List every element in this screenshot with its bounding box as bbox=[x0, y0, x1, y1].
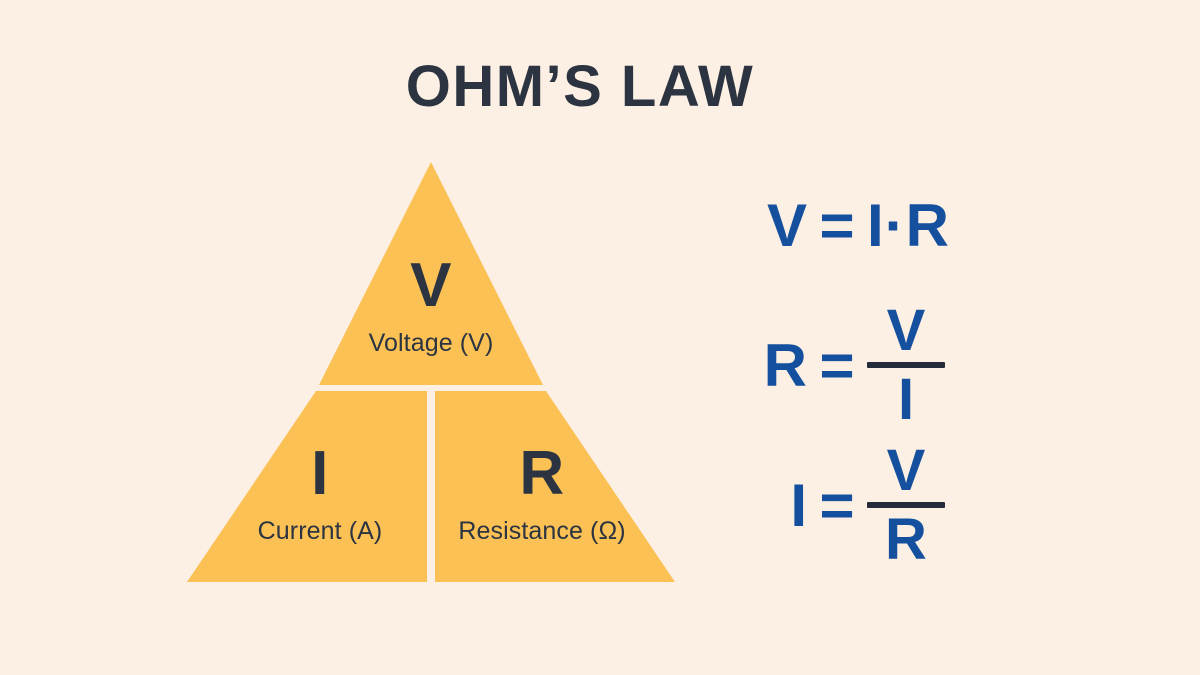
triangle-symbol-resistance: R bbox=[519, 439, 565, 508]
formula-current: I = V R bbox=[735, 442, 1065, 569]
triangle-label-current: Current (A) bbox=[257, 517, 383, 545]
triangle-section-current bbox=[187, 391, 427, 582]
formula-resistance-fraction: V I bbox=[867, 302, 945, 429]
formula-resistance-numerator: V bbox=[886, 298, 926, 363]
fraction-bar-icon bbox=[867, 502, 945, 508]
formula-current-lhs: I bbox=[790, 471, 807, 539]
formula-list: V = I·R R = V I I = V R bbox=[735, 196, 1065, 576]
formula-voltage-equals: = bbox=[819, 192, 855, 259]
triangle-cell-voltage: V Voltage (V) bbox=[281, 255, 581, 356]
triangle-label-voltage: Voltage (V) bbox=[368, 329, 494, 357]
formula-resistance: R = V I bbox=[735, 302, 1065, 429]
formula-voltage-lhs: V bbox=[766, 192, 807, 259]
formula-current-equals: = bbox=[819, 471, 855, 539]
triangle-symbol-current: I bbox=[311, 439, 329, 508]
triangle-section-voltage bbox=[319, 162, 543, 385]
formula-voltage: V = I·R bbox=[735, 196, 1065, 256]
triangle-cell-resistance: R Resistance (Ω) bbox=[432, 443, 652, 544]
triangle-section-resistance bbox=[435, 391, 675, 582]
formula-voltage-rhs: I·R bbox=[867, 192, 950, 259]
formula-current-denominator: R bbox=[885, 507, 927, 572]
formula-current-numerator: V bbox=[886, 438, 926, 503]
triangle-cell-current: I Current (A) bbox=[210, 443, 430, 544]
triangle-shape-svg bbox=[187, 162, 675, 582]
ohms-law-triangle: V Voltage (V) I Current (A) R Resistance… bbox=[184, 160, 678, 584]
triangle-symbol-voltage: V bbox=[410, 251, 452, 320]
formula-current-fraction: V R bbox=[867, 442, 945, 569]
triangle-label-resistance: Resistance (Ω) bbox=[458, 517, 626, 545]
formula-resistance-lhs: R bbox=[763, 331, 807, 399]
fraction-bar-icon bbox=[867, 362, 945, 368]
formula-resistance-equals: = bbox=[819, 331, 855, 399]
formula-resistance-denominator: I bbox=[897, 367, 915, 432]
page-title: OHM’S LAW bbox=[405, 54, 755, 119]
